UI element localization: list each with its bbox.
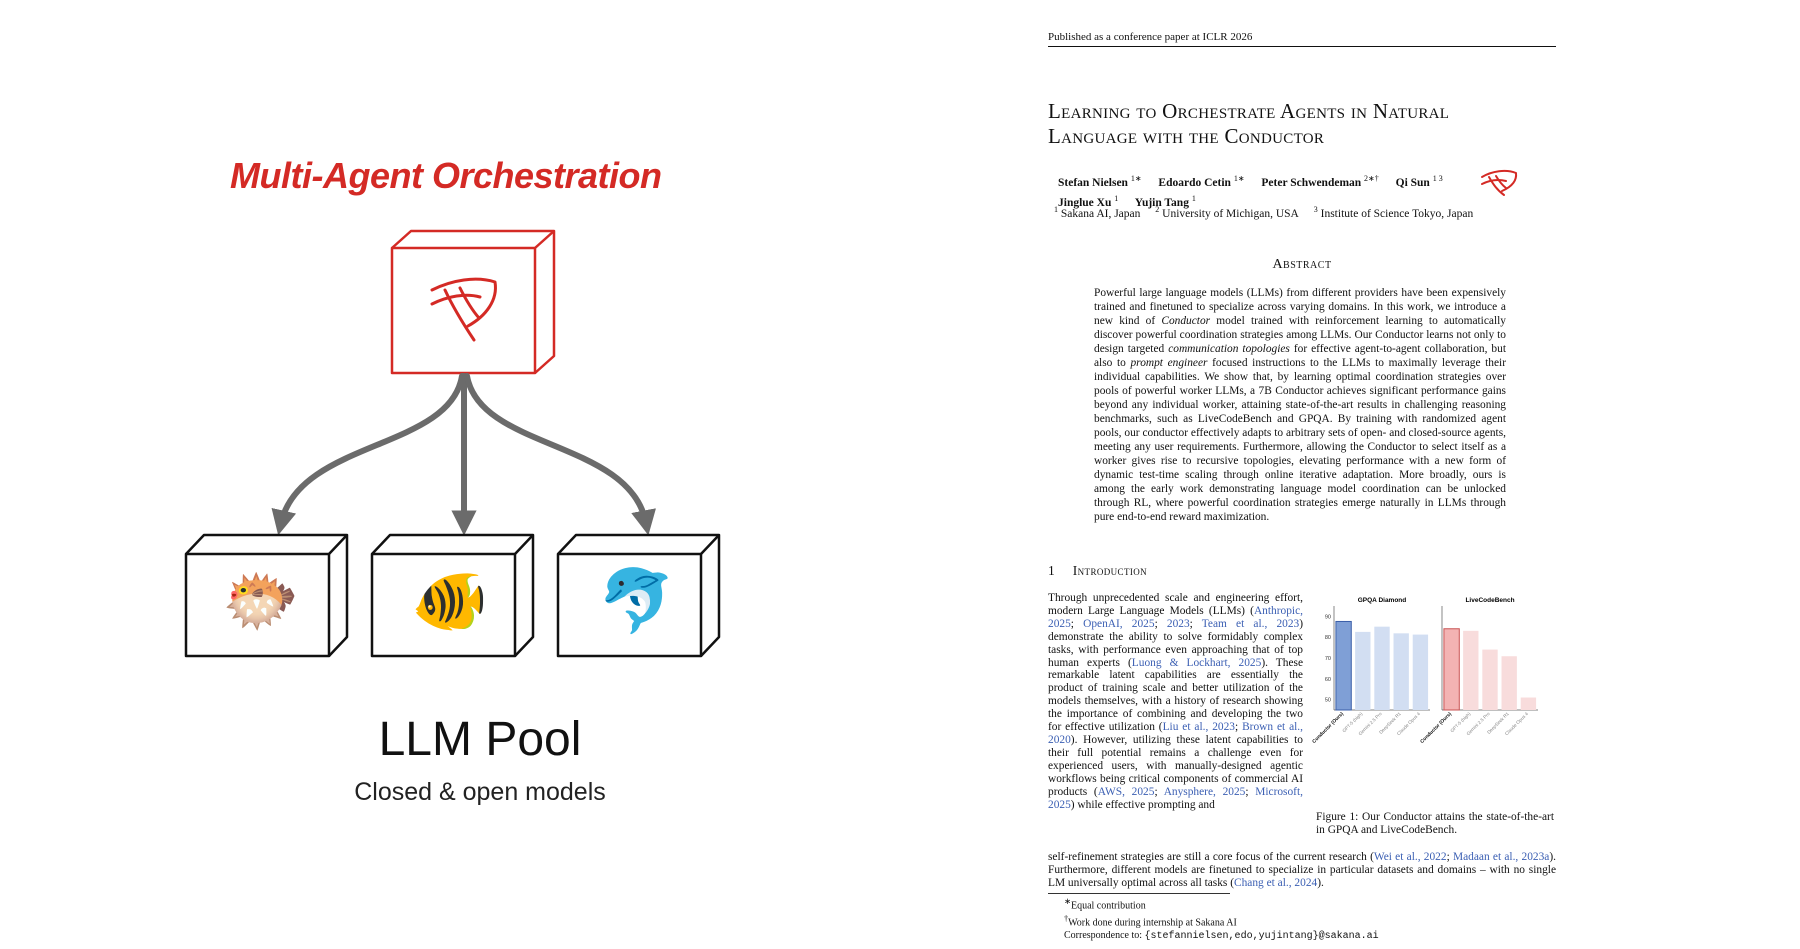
intro-paragraph: Through unprecedented scale and engineer… — [1048, 592, 1304, 811]
author-list: Stefan Nielsen 1∗ Edoardo Cetin 1∗ Peter… — [1058, 171, 1498, 211]
bar — [1393, 633, 1409, 710]
tropical-fish-icon: 🐠 — [411, 564, 489, 637]
x-tick-label: Conductor (Ours) — [1419, 711, 1453, 745]
citation-link[interactable]: Chang et al., 2024 — [1234, 876, 1318, 889]
y-tick-label: 70 — [1325, 656, 1331, 662]
footnotes: ∗Equal contribution †Work done during in… — [1064, 896, 1544, 943]
affiliation: 2 University of Michigan, USA — [1155, 205, 1299, 220]
figure-caption: Figure 1: Our Conductor attains the stat… — [1316, 811, 1554, 836]
paper-title-line-2: Language with the Conductor — [1048, 124, 1325, 148]
author: Edoardo Cetin 1∗ — [1158, 174, 1245, 189]
citation-link[interactable]: Microsoft, 2025 — [1048, 785, 1303, 811]
arrow-to-model-1 — [271, 373, 465, 536]
diagram-title: Multi-Agent Orchestration — [230, 155, 662, 196]
citation-link[interactable]: OpenAI, 2025 — [1083, 617, 1155, 630]
author: Peter Schwendeman 2∗† — [1261, 174, 1379, 189]
pool-title: LLM Pool — [378, 713, 582, 766]
intro-paragraph-continued: self-refinement strategies are still a c… — [1048, 851, 1557, 889]
citation-link[interactable]: Wei et al., 2022 — [1373, 851, 1447, 863]
blowfish-icon: 🐡 — [222, 564, 300, 637]
author: Yujin Tang 1 — [1134, 193, 1196, 209]
citation-link[interactable]: Anysphere, 2025 — [1163, 785, 1246, 798]
conductor-box — [390, 229, 556, 375]
diagram-graph — [184, 229, 721, 658]
bar — [1520, 697, 1537, 710]
y-tick-label: 60 — [1325, 677, 1331, 683]
footnote-equal: ∗Equal contribution — [1064, 897, 1146, 912]
citation-link[interactable]: Team et al., 2023 — [1201, 617, 1300, 630]
citation-link[interactable]: 2023 — [1166, 617, 1190, 630]
affiliation: 1 Sakana AI, Japan — [1054, 205, 1141, 220]
bar — [1482, 649, 1498, 710]
bar — [1501, 656, 1517, 710]
footnote-rule — [1048, 893, 1230, 894]
author: Jinglue Xu 1 — [1058, 193, 1119, 209]
footnote-intern: †Work done during internship at Sakana A… — [1064, 913, 1237, 929]
sakana-logo-icon — [1481, 169, 1518, 196]
y-tick-label: 50 — [1325, 698, 1331, 704]
paper-title-line-1: Learning to Orchestrate Agents in Natura… — [1048, 99, 1450, 123]
orchestration-diagram: Multi-Agent Orchestration — [184, 155, 721, 806]
conductor-logo-icon — [430, 277, 497, 342]
chart-title: GPQA Diamond — [1358, 597, 1407, 604]
pool-subtitle: Closed & open models — [354, 778, 606, 806]
y-tick-label: 90 — [1325, 614, 1331, 620]
citation-link[interactable]: Anthropic, 2025 — [1048, 604, 1303, 630]
chart-title: LiveCodeBench — [1465, 597, 1514, 604]
abstract-heading: Abstract — [1272, 257, 1332, 272]
bar — [1355, 631, 1371, 710]
affiliation-list: 1 Sakana AI, Japan 2 University of Michi… — [1054, 205, 1554, 220]
bar — [1335, 620, 1352, 711]
arrow-to-model-3 — [464, 373, 656, 536]
model-box-2 — [370, 533, 535, 658]
model-box-1 — [184, 533, 349, 658]
x-tick-label: Conductor (Ours) — [1311, 711, 1345, 745]
dispatch-arrows — [271, 373, 656, 536]
paper-page: Published as a conference paper at ICLR … — [1048, 0, 1556, 949]
citation-link[interactable]: Luong & Lockhart, 2025 — [1131, 656, 1262, 669]
affiliation: 3 Institute of Science Tokyo, Japan — [1313, 205, 1474, 220]
y-tick-label: 80 — [1325, 635, 1331, 641]
bar — [1463, 630, 1479, 710]
citation-link[interactable]: Madaan et al., 2023a — [1452, 851, 1550, 863]
correspondence-email[interactable]: {stefannielsen,edo,yujintang}@sakana.ai — [1144, 930, 1379, 942]
bar — [1374, 626, 1390, 710]
author: Qi Sun 1 3 — [1395, 174, 1443, 189]
citation-link[interactable]: AWS, 2025 — [1097, 785, 1155, 798]
abstract-text: Powerful large language models (LLMs) fr… — [1094, 287, 1507, 523]
paper-title: Learning to Orchestrate Agents in Natura… — [1048, 99, 1556, 149]
dolphin-icon: 🐬 — [598, 564, 676, 637]
bar — [1443, 628, 1460, 711]
footnote-correspondence: Correspondence to: {stefannielsen,edo,yu… — [1064, 929, 1379, 942]
running-head: Published as a conference paper at ICLR … — [1048, 31, 1556, 47]
bar — [1412, 634, 1429, 710]
citation-link[interactable]: Brown et al., 2020 — [1048, 721, 1303, 746]
author: Stefan Nielsen 1∗ — [1058, 174, 1142, 189]
citation-link[interactable]: Liu et al., 2023 — [1162, 721, 1235, 734]
model-box-3 — [556, 533, 721, 658]
